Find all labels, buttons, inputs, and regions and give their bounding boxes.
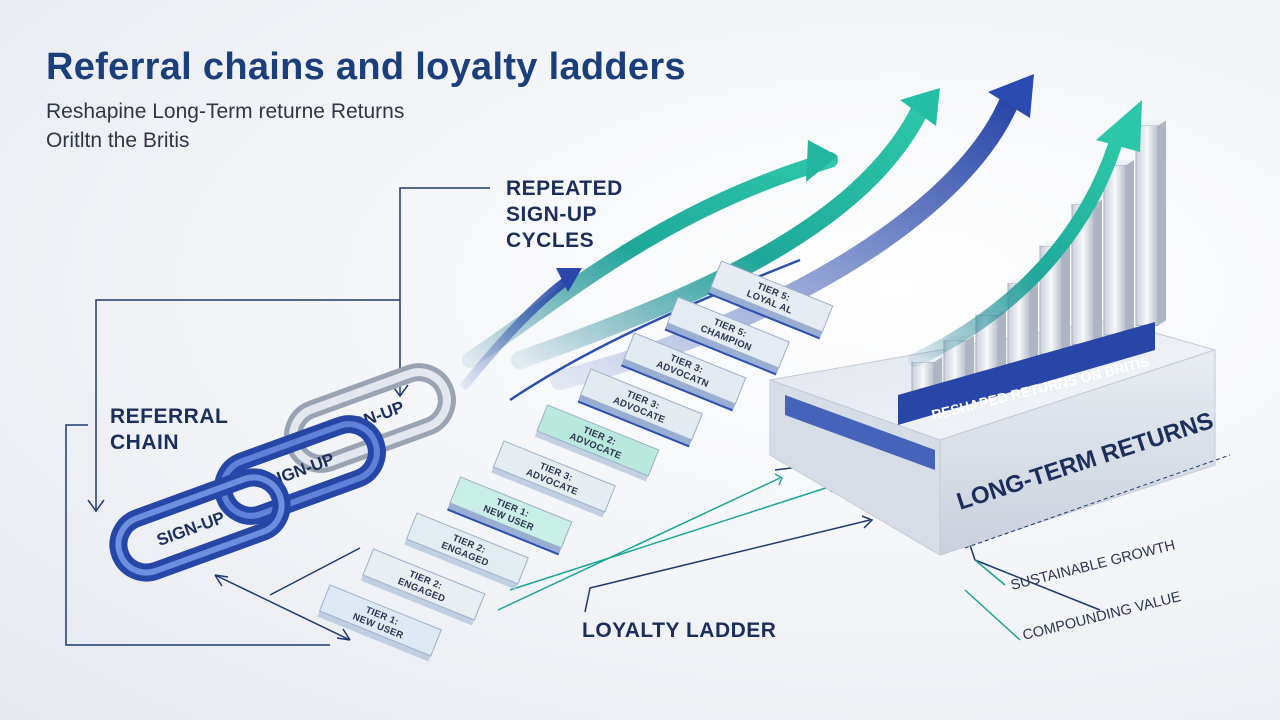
teal-arrow-2-head <box>900 88 940 126</box>
subtitle-line-1: Reshapine Long-Term returne Returns <box>46 100 405 123</box>
referral-line-1: REFERRAL <box>110 405 229 428</box>
thin-blue-arrow <box>509 258 801 402</box>
returns-bars <box>911 120 1166 393</box>
repeated-signup-cycles-label: REPEATED SIGN-UP CYCLES <box>506 176 623 254</box>
teal-arrow-2 <box>511 101 929 369</box>
bars-growth-arrow <box>908 100 1142 367</box>
tier-step-9: TIER 5:CHAMPION <box>664 296 790 376</box>
tier-step-5: TIER 3:ADVOCATE <box>491 440 616 518</box>
blue-arrow-1-head <box>556 268 582 292</box>
loyalty-ladder-label: LOYALTY LADDER <box>582 619 777 642</box>
tier-step-3: TIER 2:ENGAGED <box>404 512 529 590</box>
tier-step-6: TIER 2:ADVOCATE <box>534 404 660 482</box>
tier-step-4: TIER 1:NEW USER <box>447 476 573 556</box>
blue-arrow-1 <box>460 273 575 390</box>
note-sustainable-growth: SUSTAINABLE GROWTH <box>1009 537 1177 593</box>
repeated-line-2: SIGN-UP <box>506 203 598 226</box>
tier-step-7: TIER 3:ADVOCATE <box>577 368 703 448</box>
repeated-line-1: REPEATED <box>506 177 623 200</box>
chain-link-2: SIGN-UP <box>214 415 386 525</box>
referral-chain: SIGN-UP SIGN-UP SIGN-UP <box>109 363 456 582</box>
chain-link-1: SIGN-UP <box>109 468 291 582</box>
tier-step-2: TIER 2:ENGAGED <box>360 548 486 626</box>
tier-step-8: TIER 3:ADVOCATN <box>621 332 747 412</box>
page-title: Referral chains and loyalty ladders <box>46 46 686 88</box>
returns-bar-7 <box>1103 160 1134 336</box>
subtitle-line-2: Oritltn the Britis <box>46 129 190 152</box>
blue-arrow-2-head <box>988 74 1034 118</box>
note-compounding-value: COMPOUNDING VALUE <box>1021 589 1183 644</box>
connector-lines <box>65 187 1101 646</box>
referral-line-2: CHAIN <box>110 431 179 454</box>
returns-bar-8 <box>1135 120 1166 326</box>
referral-chain-label: REFERRAL CHAIN <box>110 404 228 456</box>
repeated-line-3: CYCLES <box>506 229 595 252</box>
tier-step-10: TIER 5:LOYAL AL <box>708 260 834 340</box>
teal-arrow-1-head <box>806 140 838 182</box>
